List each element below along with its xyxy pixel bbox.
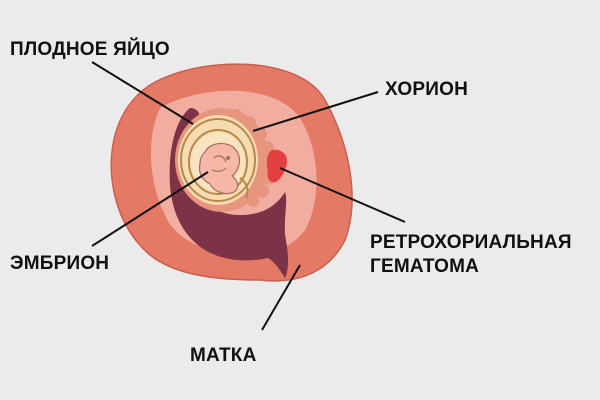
label-chorion: ХОРИОН xyxy=(385,79,468,100)
label-hematoma-line1: РЕТРОХОРИАЛЬНАЯ xyxy=(370,232,572,253)
label-uterus: МАТКА xyxy=(190,345,257,366)
leader-gestational-sac xyxy=(91,61,194,125)
leader-chorion xyxy=(252,91,379,132)
embryo xyxy=(198,142,249,199)
label-hematoma-line2: ГЕМАТОМА xyxy=(370,256,480,277)
label-retrochorial-hematoma: РЕТРОХОРИАЛЬНАЯ ГЕМАТОМА xyxy=(370,231,572,279)
uterine-cavity xyxy=(169,108,289,278)
label-embryo: ЭМБРИОН xyxy=(10,253,110,274)
amnion-inner-ring xyxy=(188,129,248,195)
retrochorial-hematoma xyxy=(266,149,288,183)
amnion-outer-ring xyxy=(180,118,256,202)
leader-hematoma xyxy=(279,167,406,223)
leader-embryo xyxy=(91,171,209,247)
leader-uterus xyxy=(261,264,301,331)
label-gestational-sac: ПЛОДНОЕ ЯЙЦО xyxy=(10,39,170,60)
